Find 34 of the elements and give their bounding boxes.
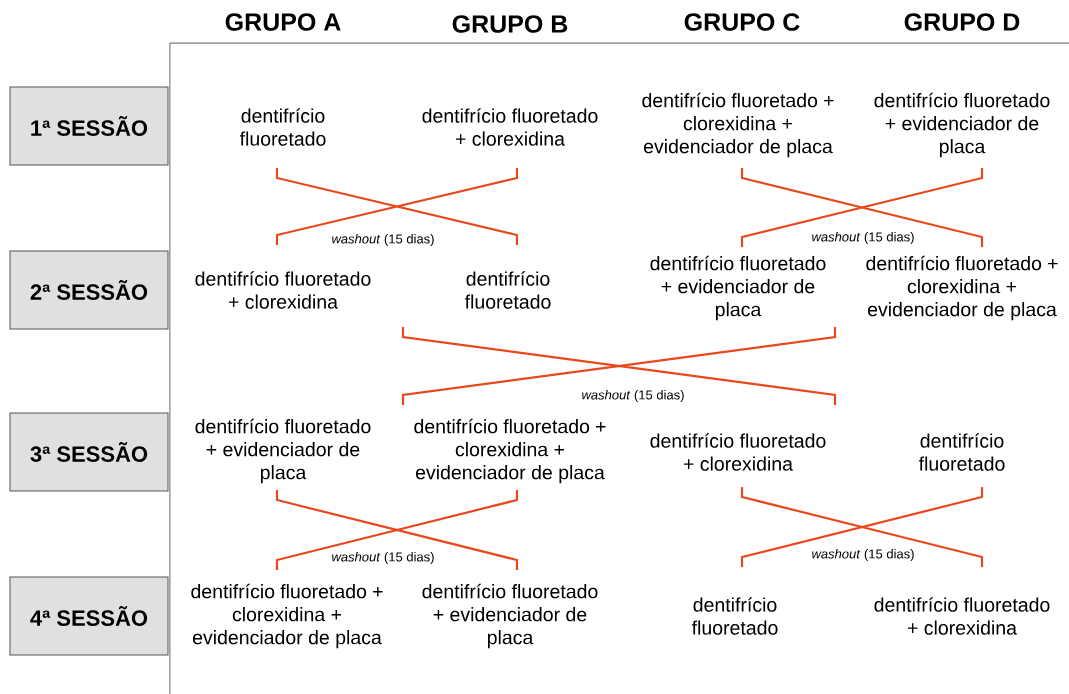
treatment-text: dentifrício fluoretado + clorexidina + evidenciador de placa bbox=[866, 255, 1058, 321]
column-header: GRUPO C bbox=[684, 13, 800, 31]
treatment-text: dentifrício fluoretado bbox=[464, 271, 551, 309]
period-label: washout (15 dias) bbox=[812, 231, 914, 245]
session-box: 4ª SESSÃO bbox=[9, 576, 169, 656]
column-header: GRUPO A bbox=[225, 13, 341, 31]
period-label: washout (15 dias) bbox=[582, 389, 684, 403]
period-label: washout (15 dias) bbox=[332, 551, 434, 565]
treatment-text: dentifrício fluoretado + clorexidina + evidenciador de placa bbox=[414, 418, 606, 484]
crossover-lines bbox=[275, 488, 519, 572]
treatment-text: dentifrício fluoretado + clorexidina bbox=[195, 271, 371, 309]
treatment-text: dentifrício fluoretado + evidenciador de placa bbox=[422, 583, 598, 649]
session-box: 1ª SESSÃO bbox=[9, 86, 169, 166]
treatment-text: dentifrício fluoretado + clorexidina bbox=[650, 433, 826, 471]
crossover-lines bbox=[401, 325, 837, 407]
session-box: 2ª SESSÃO bbox=[9, 250, 169, 330]
column-header: GRUPO D bbox=[904, 13, 1020, 31]
crossover-lines bbox=[740, 485, 984, 569]
column-header: GRUPO B bbox=[452, 15, 568, 33]
crossover-lines bbox=[740, 166, 984, 249]
session-box: 3ª SESSÃO bbox=[9, 412, 169, 492]
treatment-text: dentifrício fluoretado + clorexidina bbox=[874, 597, 1050, 635]
treatment-text: dentifrício fluoretado + evidenciador de placa bbox=[874, 92, 1050, 158]
crossover-lines bbox=[275, 166, 519, 247]
treatment-text: dentifrício fluoretado bbox=[918, 433, 1005, 471]
treatment-text: dentifrício fluoretado + evidenciador de placa bbox=[650, 255, 826, 321]
treatment-text: dentifrício fluoretado bbox=[239, 108, 326, 146]
treatment-text: dentifrício fluoretado + clorexidina + evidenciador de placa bbox=[191, 583, 383, 649]
period-label: washout (15 dias) bbox=[812, 548, 914, 562]
treatment-text: dentifrício fluoretado + evidenciador de placa bbox=[195, 418, 371, 484]
period-label: washout (15 dias) bbox=[332, 233, 434, 247]
treatment-text: dentifrício fluoretado + clorexidina bbox=[422, 108, 598, 146]
treatment-text: dentifrício fluoretado + clorexidina + evidenciador de placa bbox=[642, 92, 834, 158]
treatment-text: dentifrício fluoretado bbox=[691, 597, 778, 635]
